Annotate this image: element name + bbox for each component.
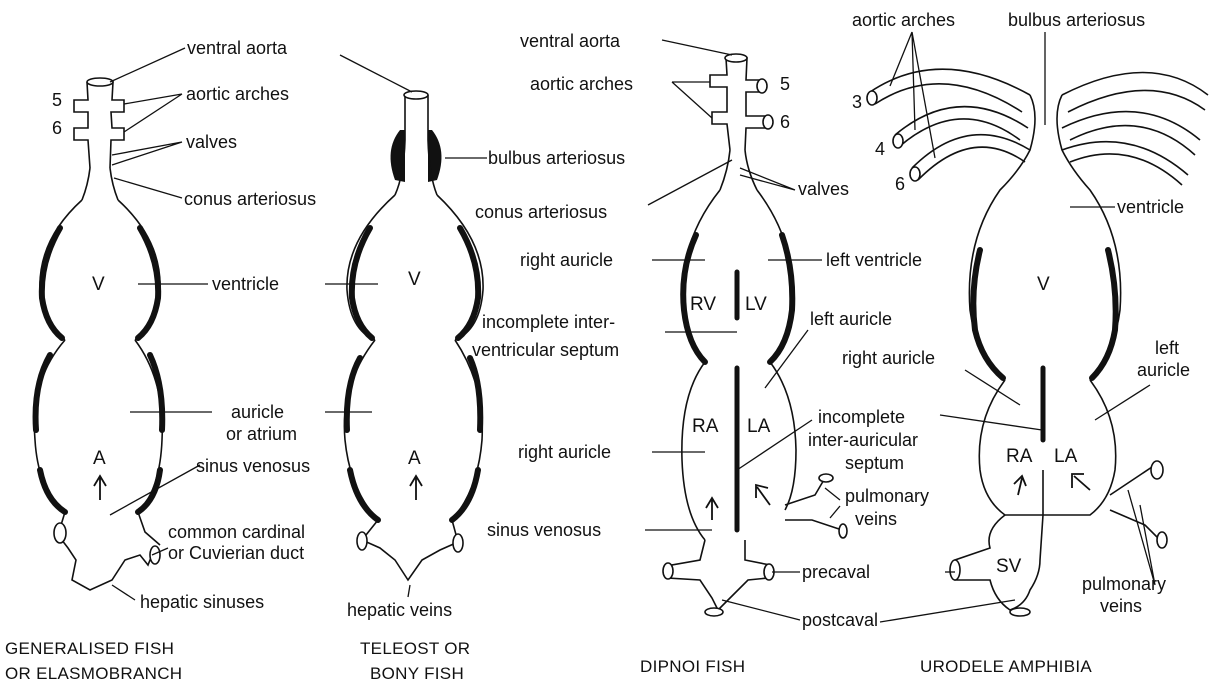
atrium-letter: A [93,448,106,469]
label-aortic-arches: aortic arches [530,74,633,94]
caption: DIPNOI FISH [640,657,745,676]
arch-number-3: 3 [852,92,862,112]
panel-teleost: V A bulbus arteriosus hepatic veins TELE… [325,55,625,683]
arch-number-6: 6 [780,112,790,132]
label-valves: valves [798,179,849,199]
label-hepatic-sinuses: hepatic sinuses [140,592,264,612]
caption: URODELE AMPHIBIA [920,657,1092,676]
label-sinus-venosus: sinus venosus [196,456,310,476]
left-atrium-letters: LA [1054,446,1078,467]
label-conus-arteriosus: conus arteriosus [475,202,607,222]
label-pulmonary-veins-1: pulmonary [1082,574,1166,594]
leader-lines [110,48,212,600]
label-right-auricle: right auricle [842,348,935,368]
label-septum-ventricular-1: incomplete inter- [482,312,615,332]
sinus-venosus-letters: SV [996,556,1022,577]
label-ventricle: ventricle [1117,197,1184,217]
heart-outline [344,91,483,580]
leader-lines [645,40,840,620]
label-ventricle: ventricle [212,274,279,294]
label-pulmonary-veins-2: veins [1100,596,1142,616]
label-cuvierian-duct: or Cuvierian duct [168,543,304,563]
atrium-letter: A [408,448,421,469]
label-bulbus-arteriosus: bulbus arteriosus [488,148,625,168]
label-aortic-arches: aortic arches [852,10,955,30]
label-right-auricle-top: right auricle [520,250,613,270]
label-postcaval: postcaval [802,610,878,630]
ventricle-letter: V [1037,274,1050,295]
label-hepatic-veins: hepatic veins [347,600,452,620]
arch-number-6: 6 [895,174,905,194]
arch-number-6: 6 [52,118,62,138]
label-right-auricle-bottom: right auricle [518,442,611,462]
label-ventral-aorta: ventral aorta [520,31,621,51]
right-atrium-letters: RA [692,416,719,437]
ventricle-letter: V [92,274,105,295]
right-atrium-letters: RA [1006,446,1033,467]
label-common-cardinal: common cardinal [168,522,305,542]
label-aortic-arches: aortic arches [186,84,289,104]
caption-line-2: BONY FISH [370,664,464,683]
label-bulbus-arteriosus: bulbus arteriosus [1008,10,1145,30]
label-left-auricle-2: auricle [1137,360,1190,380]
label-sinus-venosus: sinus venosus [487,520,601,540]
panel-generalised-fish: 5 6 V A ventral aorta aortic arches valv… [5,38,316,683]
ventricle-letter: V [408,269,421,290]
arch-number-5: 5 [780,74,790,94]
caption-line-2: OR ELASMOBRANCH [5,664,182,683]
label-auricle: auricle [231,402,284,422]
heart-outline [663,54,847,616]
panel-urodele: 3 4 6 V RA LA SV aortic arches bulbus ar… [842,10,1208,676]
label-pulmonary-veins-2: veins [855,509,897,529]
left-ventricle-letters: LV [745,294,767,315]
leader-lines [325,55,487,597]
label-septum-auricular-1: incomplete [818,407,905,427]
label-pulmonary-veins-1: pulmonary [845,486,929,506]
arch-number-5: 5 [52,90,62,110]
label-valves: valves [186,132,237,152]
caption-line-1: GENERALISED FISH [5,639,174,658]
label-septum-ventricular-2: ventricular septum [472,340,619,360]
right-ventricle-letters: RV [690,294,716,315]
arch-number-4: 4 [875,139,885,159]
label-septum-auricular-2: inter-auricular [808,430,918,450]
label-precaval: precaval [802,562,870,582]
label-ventral-aorta: ventral aorta [187,38,288,58]
label-left-auricle-1: left [1155,338,1179,358]
label-septum-auricular-3: septum [845,453,904,473]
caption-line-1: TELEOST OR [360,639,470,658]
left-atrium-letters: LA [747,416,771,437]
label-left-auricle: left auricle [810,309,892,329]
label-conus-arteriosus: conus arteriosus [184,189,316,209]
label-left-ventricle: left ventricle [826,250,922,270]
label-or-atrium: or atrium [226,424,297,444]
